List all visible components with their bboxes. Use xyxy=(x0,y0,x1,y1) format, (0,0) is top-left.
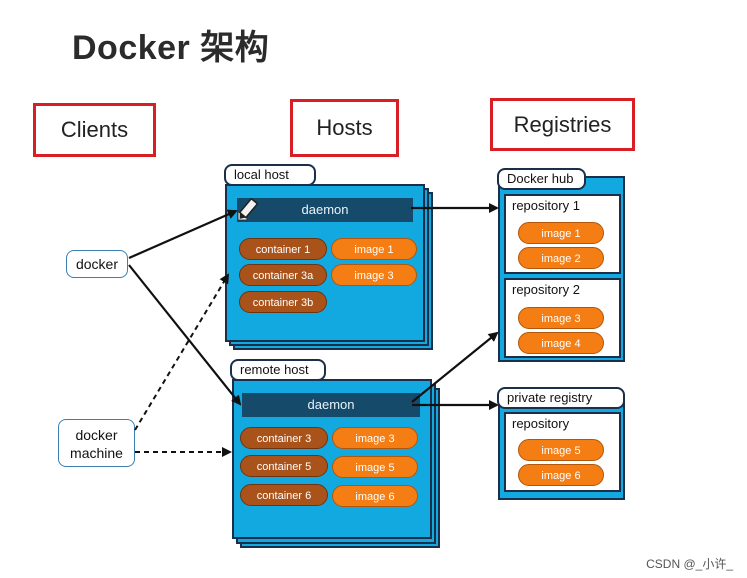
private-repository-label: repository xyxy=(512,416,570,431)
arrow-docker-to-local-daemon xyxy=(128,209,238,260)
watermark: CSDN @_小许_ xyxy=(646,557,733,571)
remote-daemon: daemon xyxy=(242,393,420,417)
arrow-machine-to-local-host xyxy=(134,273,230,431)
local-host-panel: daemon container 1 image 1 container 3a … xyxy=(225,184,425,342)
hosts-header: Hosts xyxy=(290,99,399,157)
remote-image-5: image 5 xyxy=(332,456,418,478)
private-image-6: image 6 xyxy=(518,464,604,486)
registries-header: Registries xyxy=(490,98,635,151)
local-image-1: image 1 xyxy=(331,238,417,260)
arrow-remote-daemon-to-hub xyxy=(411,331,499,403)
repository-1-box: repository 1 image 1 image 2 xyxy=(504,194,621,274)
private-registry-tab: private registry xyxy=(497,387,625,409)
local-container-1: container 1 xyxy=(239,238,327,260)
remote-image-6: image 6 xyxy=(332,485,418,507)
private-repository-box: repository image 5 image 6 xyxy=(504,412,621,492)
local-image-3: image 3 xyxy=(331,264,417,286)
private-image-5: image 5 xyxy=(518,439,604,461)
page-title: Docker 架构 xyxy=(72,29,270,67)
remote-container-6: container 6 xyxy=(240,484,328,506)
docker-client: docker xyxy=(66,250,128,278)
repository-2-box: repository 2 image 3 image 4 xyxy=(504,278,621,358)
private-registry-panel: repository image 5 image 6 xyxy=(498,396,625,500)
pencil-cursor-icon xyxy=(236,197,262,224)
remote-host-tab: remote host xyxy=(230,359,326,381)
local-container-3b: container 3b xyxy=(239,291,327,313)
remote-container-5: container 5 xyxy=(240,455,328,477)
docker-machine-line2: machine xyxy=(70,445,123,461)
docker-hub-tab: Docker hub xyxy=(497,168,586,190)
repository-1-label: repository 1 xyxy=(512,198,580,213)
remote-host-panel: daemon container 3 image 3 container 5 i… xyxy=(232,379,432,539)
local-daemon: daemon xyxy=(237,198,413,222)
docker-hub-panel: repository 1 image 1 image 2 repository … xyxy=(498,176,625,362)
hub-repo2-image-4: image 4 xyxy=(518,332,604,354)
remote-image-3: image 3 xyxy=(332,427,418,449)
docker-machine-client: docker machine xyxy=(58,419,135,467)
hub-repo2-image-3: image 3 xyxy=(518,307,604,329)
docker-machine-line1: docker xyxy=(75,427,118,443)
local-container-3a: container 3a xyxy=(239,264,327,286)
local-host-tab: local host xyxy=(224,164,316,186)
repository-2-label: repository 2 xyxy=(512,282,580,297)
hub-repo1-image-1: image 1 xyxy=(518,222,604,244)
hub-repo1-image-2: image 2 xyxy=(518,247,604,269)
arrow-docker-to-remote-daemon xyxy=(128,264,242,406)
remote-container-3: container 3 xyxy=(240,427,328,449)
clients-header: Clients xyxy=(33,103,156,157)
